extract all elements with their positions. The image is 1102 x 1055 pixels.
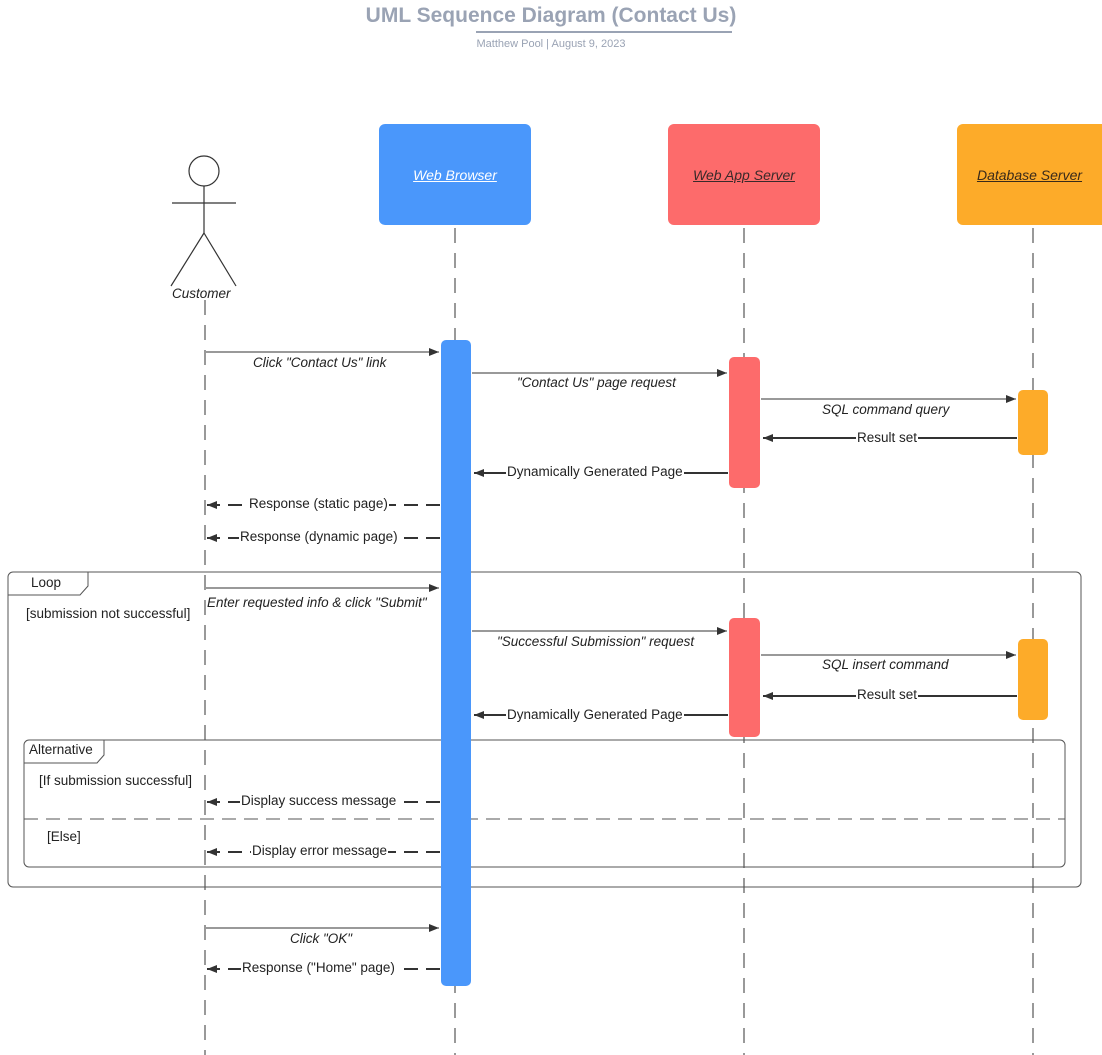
alt-guard-else: [Else] (47, 829, 81, 844)
app-activation-1 (729, 357, 760, 488)
participant-label: Web Browser (413, 166, 497, 183)
msg-resp-static: Response (static page) (248, 496, 389, 512)
db-activation-2 (1018, 639, 1048, 720)
participant-database-server: Database Server (957, 124, 1102, 225)
msg-result-set-2: Result set (856, 687, 919, 703)
msg-result-set-1: Result set (856, 430, 919, 446)
msg-dyn-page-2: Dynamically Generated Page (506, 707, 684, 723)
msg-enter-info: Enter requested info & click "Submit" (207, 595, 427, 610)
msg-click-contact: Click "Contact Us" link (253, 355, 387, 370)
msg-error: Display error message (251, 843, 389, 859)
msg-sql-query: SQL command query (822, 402, 950, 417)
diagram-title: UML Sequence Diagram (Contact Us) (365, 4, 737, 27)
alt-fragment-frame (23, 739, 1066, 868)
db-activation-1 (1018, 390, 1048, 455)
diagram-subtitle: Matthew Pool | August 9, 2023 (476, 38, 626, 50)
alt-label: Alternative (29, 742, 93, 757)
title-underline (476, 31, 732, 33)
msg-resp-home: Response ("Home" page) (241, 960, 396, 976)
msg-success: Display success message (240, 793, 398, 809)
loop-label: Loop (31, 575, 62, 590)
app-activation-2 (729, 618, 760, 737)
participant-web-app-server: Web App Server (668, 124, 820, 225)
customer-stick-figure (170, 155, 237, 287)
loop-fragment-frame (7, 571, 1082, 888)
participant-label: Database Server (976, 166, 1083, 183)
msg-sql-insert: SQL insert command (822, 657, 949, 672)
msg-click-ok: Click "OK" (290, 931, 353, 946)
msg-contact-page-request: "Contact Us" page request (517, 375, 676, 390)
participant-web-browser: Web Browser (379, 124, 531, 225)
loop-guard: [submission not successful] (26, 606, 191, 621)
participant-label: Web App Server (693, 166, 795, 183)
actor-label: Customer (172, 286, 231, 301)
msg-dyn-page-1: Dynamically Generated Page (506, 464, 684, 480)
alt-guard-if: [If submission successful] (39, 773, 193, 788)
msg-resp-dynamic: Response (dynamic page) (239, 529, 399, 545)
msg-submission-request: "Successful Submission" request (497, 634, 695, 649)
browser-activation (441, 340, 471, 986)
